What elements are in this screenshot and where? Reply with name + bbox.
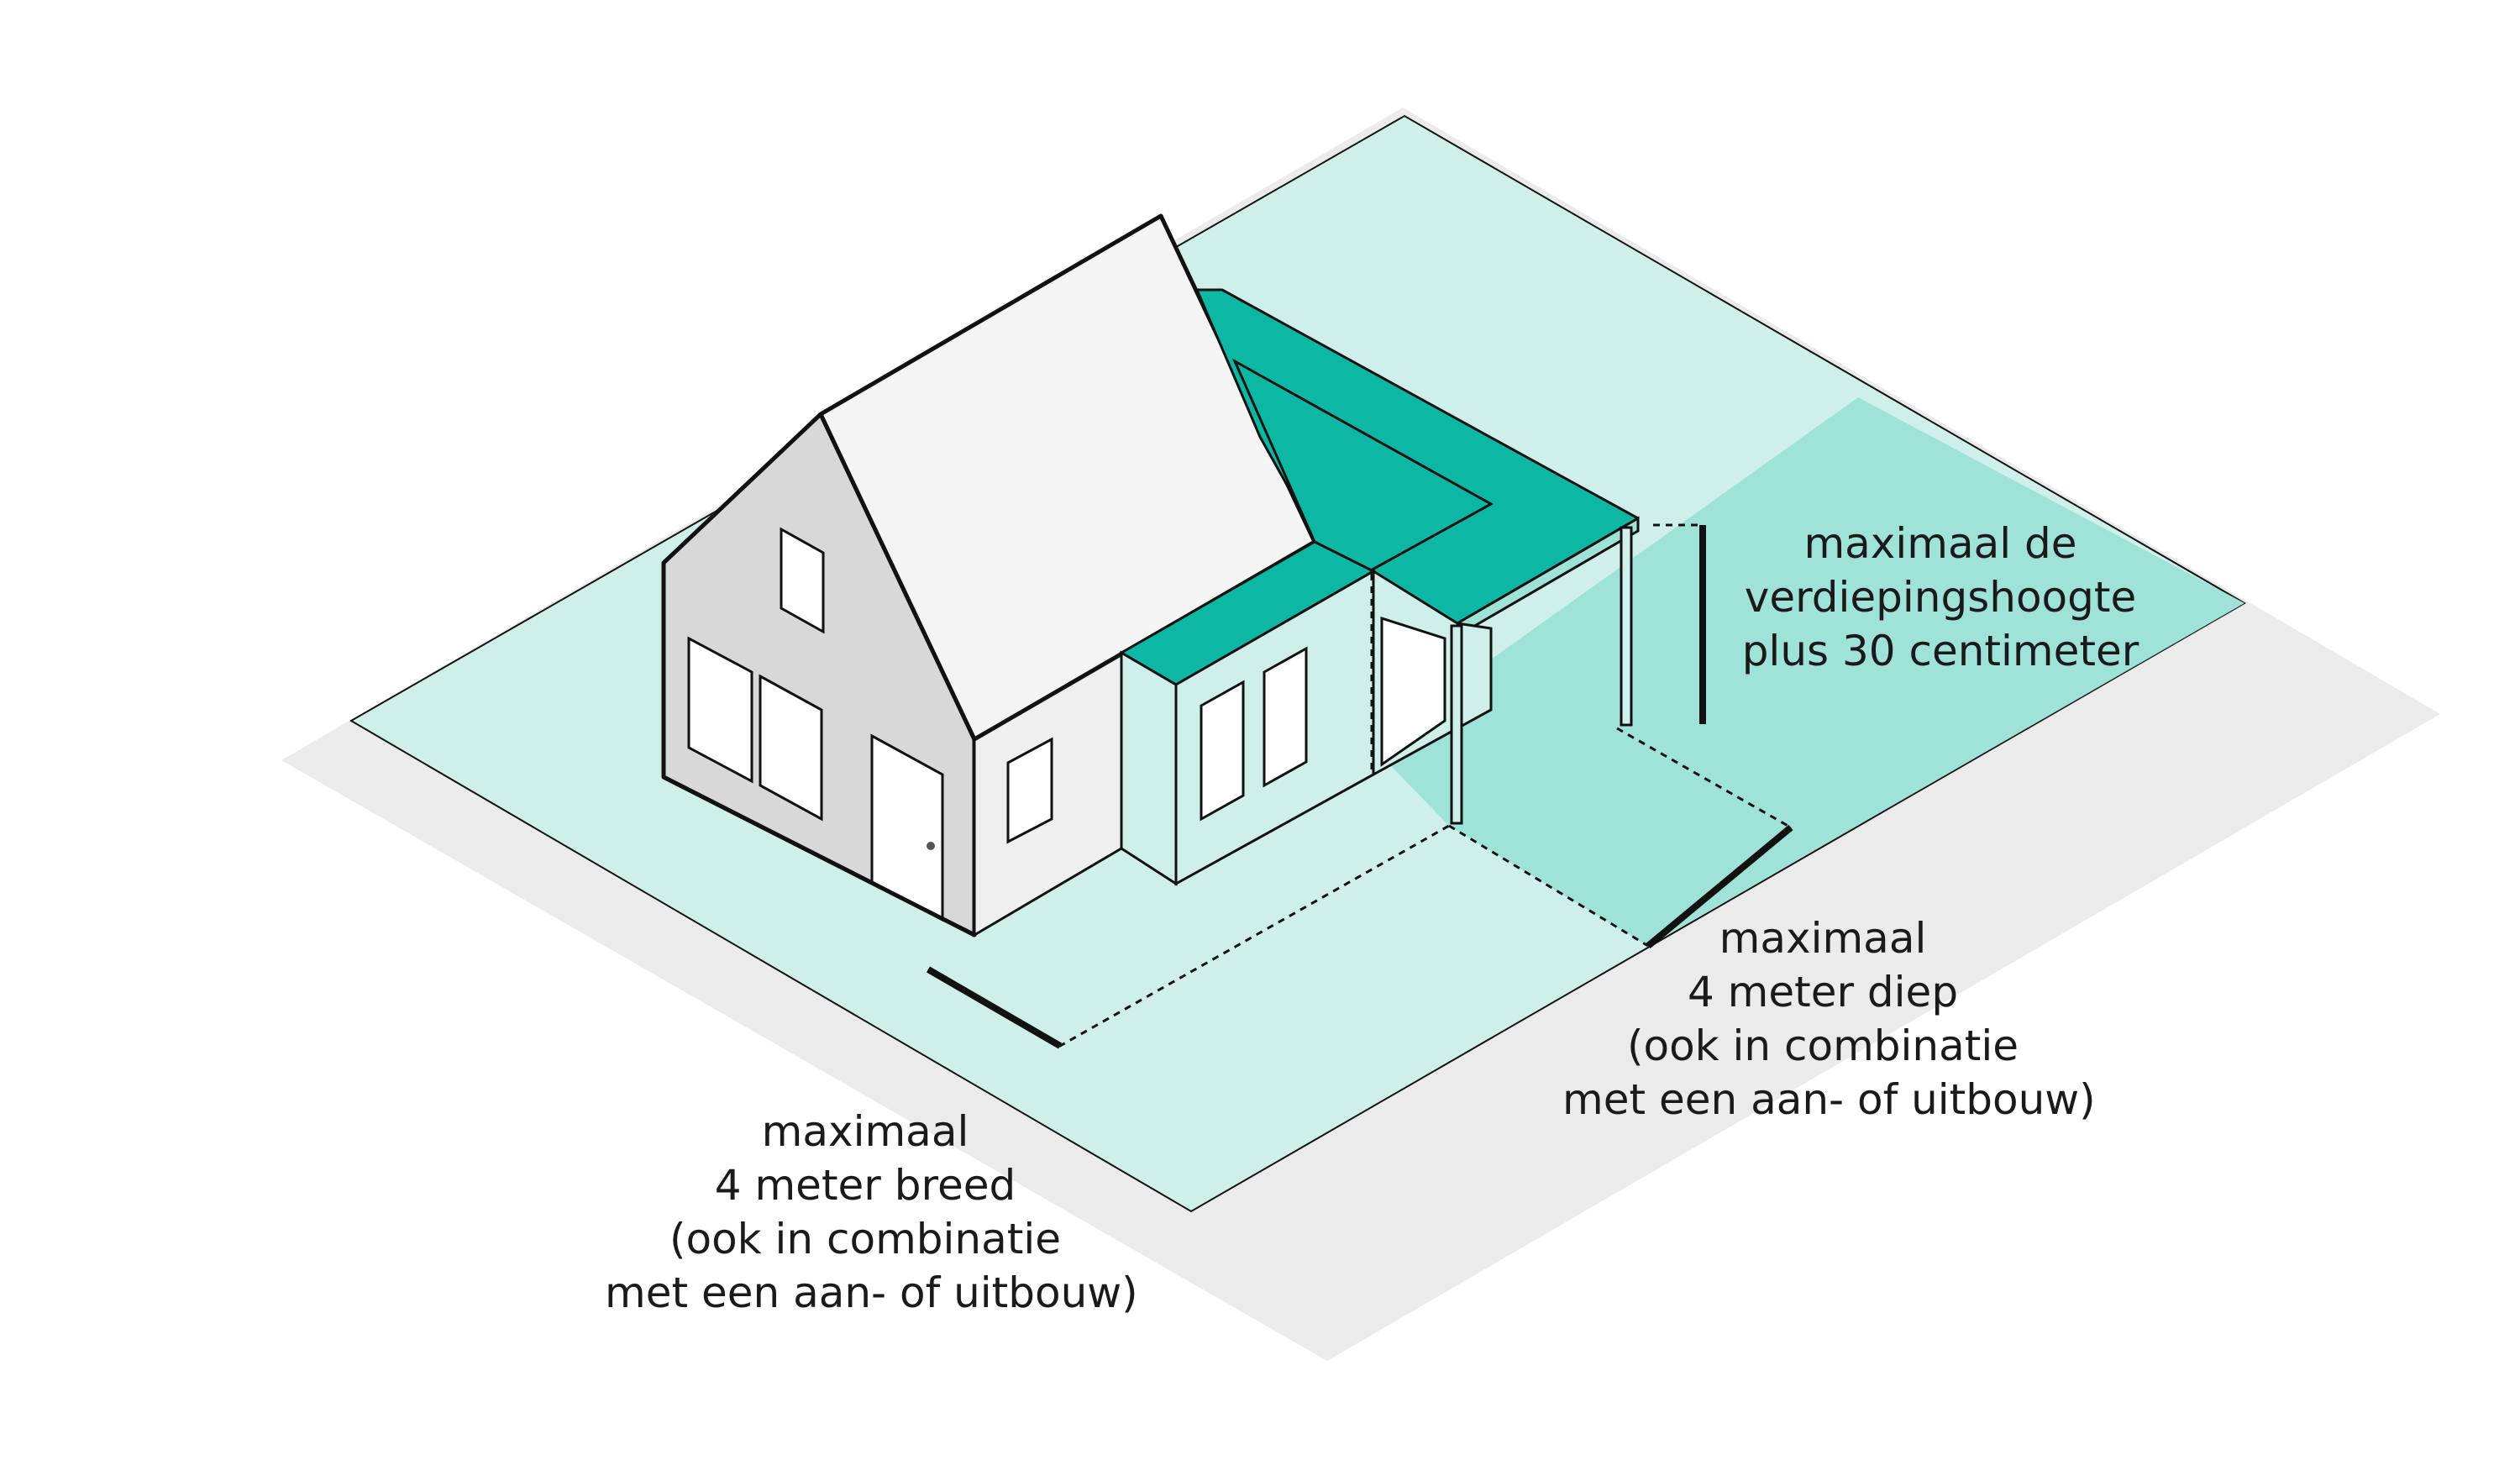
height-label-line-2: verdiepingshoogte [1744,573,2137,622]
height-label-line-3: plus 30 centimeter [1741,627,2139,675]
sliding-door [1380,616,1446,767]
window [687,636,753,784]
door-knob [927,842,935,850]
depth-label: maximaal 4 meter diep (ook in combinatie… [1562,911,2096,1127]
window [780,527,825,634]
window [1263,646,1308,788]
width-label-line-3: (ook in combinatie [669,1215,1061,1263]
extension-front-wall [1120,650,1178,886]
permitted-zone-front [1371,745,1648,946]
window [759,674,823,822]
depth-dimension-line [1646,824,1793,949]
window [1200,680,1245,822]
window [1006,737,1053,844]
width-label: maximaal 4 meter breed (ook in combinati… [605,1105,1138,1320]
width-dimension-line [926,966,1063,1049]
height-label: maximaal de verdiepingshoogte plus 30 ce… [1730,517,2150,678]
width-label-line-2: 4 meter breed [714,1161,1016,1210]
permitted-zone [1371,397,2244,946]
depth-label-line-1: maximaal [1719,914,1927,963]
depth-label-line-2: 4 meter diep [1687,968,1959,1016]
height-label-line-1: maximaal de [1803,519,2077,568]
width-label-line-4: met een aan- of uitbouw) [605,1268,1138,1317]
carport-post-back [1620,526,1633,727]
depth-label-line-3: (ook in combinatie [1626,1021,2019,1070]
house-base-line [662,775,976,937]
width-label-line-1: maximaal [761,1107,969,1156]
carport-post-front [1450,624,1463,825]
depth-label-line-4: met een aan- of uitbouw) [1562,1075,2096,1124]
